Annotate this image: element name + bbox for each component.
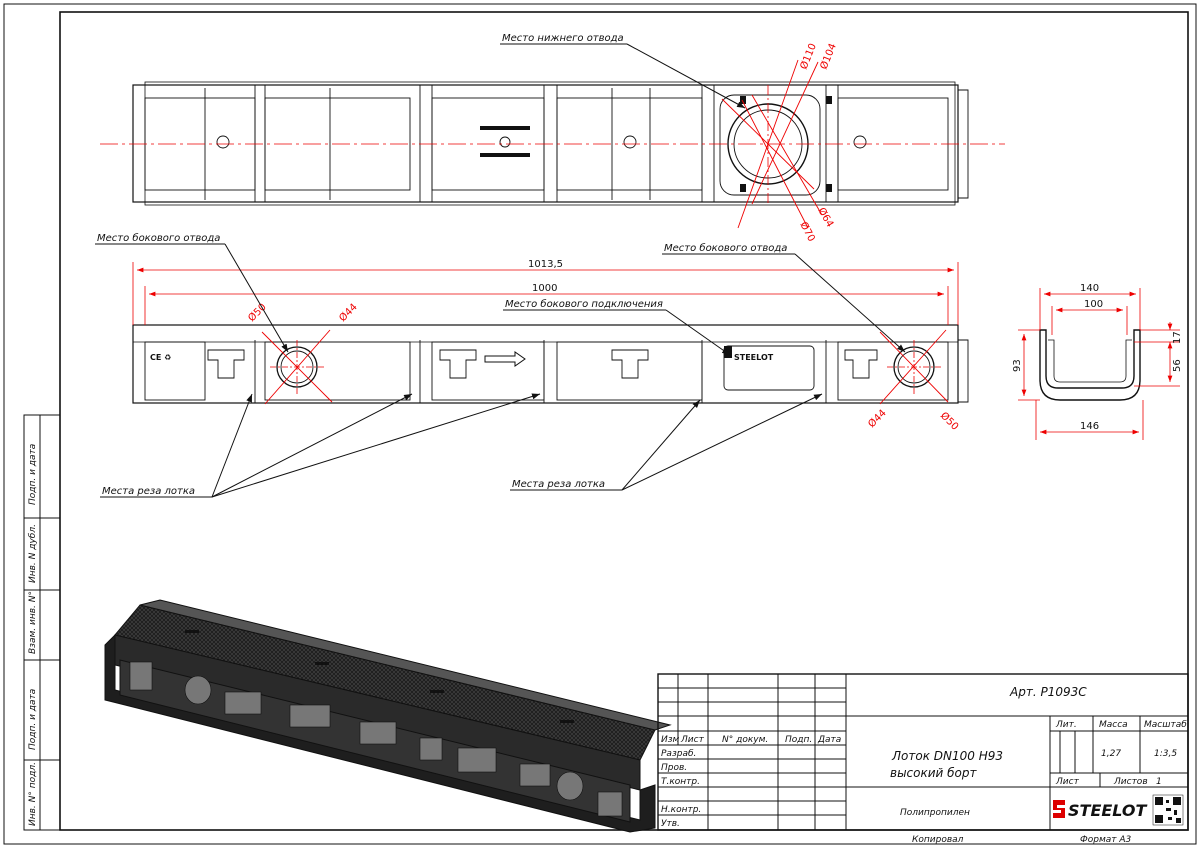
side-stamp: Подп. и дата Инв. N дубл. Взам. инв. N° … xyxy=(23,414,61,831)
side-brand-mark: STEELOT xyxy=(734,353,774,362)
callout-cut-places-left: Места реза лотка xyxy=(100,393,541,498)
dim-w100: 100 xyxy=(1084,299,1103,310)
title-block-text: Арт. P1093С Изм Лист N° докум. Подп. Дат… xyxy=(661,685,1187,845)
side-stamp-cell-0: Подп. и дата xyxy=(28,444,38,505)
role-developer: Разраб. xyxy=(661,749,696,759)
side-stamp-cell-4: Инв. N° подл. xyxy=(28,762,38,826)
mass-value: 1,27 xyxy=(1101,749,1121,759)
side-stamp-cell-2: Взам. инв. N° xyxy=(28,591,38,654)
dim-d70: Ø70 xyxy=(797,220,817,244)
product-name-line1: Лоток DN100 H93 xyxy=(891,749,1003,763)
format-label: Формат А3 xyxy=(1080,835,1132,845)
callout-side-outlet-left: Место бокового отвода xyxy=(95,232,289,353)
qr-code-icon xyxy=(1152,794,1184,826)
role-norm-control: Н.контр. xyxy=(661,805,701,815)
dim-w146: 146 xyxy=(1080,421,1099,432)
material: Полипропилен xyxy=(900,808,970,818)
article-number: Арт. P1093С xyxy=(1009,685,1087,699)
title-block xyxy=(657,673,1189,831)
callout-cut-places-right: Места реза лотка xyxy=(510,393,823,491)
mass-label: Масса xyxy=(1099,720,1128,730)
callout-bottom-outlet-text: Место нижнего отвода xyxy=(502,33,624,44)
dim-h56: 56 xyxy=(1172,359,1183,372)
role-tech-control: Т.контр. xyxy=(661,777,700,787)
dim-length: 1000 xyxy=(532,283,557,294)
callout-bottom-outlet: Место нижнего отвода xyxy=(500,33,746,109)
dim-d44-left: Ø44 xyxy=(337,301,360,324)
svg-text:CE ♻: CE ♻ xyxy=(150,353,171,362)
callout-side-connection: Место бокового подключения xyxy=(503,298,731,356)
copied-label: Копировал xyxy=(912,835,964,845)
product-name-line2: высокий борт xyxy=(890,766,978,780)
role-checker: Пров. xyxy=(661,763,687,773)
lit-label: Лит. xyxy=(1055,720,1077,730)
header-sign: Подп. xyxy=(785,735,812,745)
sheet-label: Лист xyxy=(1055,777,1080,787)
header-izm: Изм xyxy=(661,735,680,745)
dim-overall: 1013,5 xyxy=(528,259,563,270)
dim-d50-right: Ø50 xyxy=(938,410,961,433)
top-view: Ø110 Ø104 Ø64 Ø70 xyxy=(100,42,1005,244)
section-view: 140 100 93 17 56 146 xyxy=(1012,283,1183,440)
scale-label: Масштаб xyxy=(1144,720,1187,730)
dim-h93: 93 xyxy=(1012,359,1023,372)
outer-frame xyxy=(3,3,1197,845)
callout-side-outlet-left-text: Место бокового отвода xyxy=(97,232,220,244)
role-approved: Утв. xyxy=(661,819,680,829)
header-date: Дата xyxy=(817,735,841,745)
brand-logo: STEELOT xyxy=(1053,800,1148,820)
header-list: Лист xyxy=(680,735,705,745)
dim-h17: 17 xyxy=(1172,331,1183,344)
dim-d64: Ø64 xyxy=(815,206,836,230)
sheets-label: Листов xyxy=(1113,777,1148,787)
scale-value: 1:3,5 xyxy=(1154,749,1177,759)
dim-d104: Ø104 xyxy=(818,42,839,72)
header-doc: N° докум. xyxy=(722,735,768,745)
side-view: CE ♻ STEELOT Ø50 Ø44 Ø44 Ø50 1013,5 1000 xyxy=(132,259,969,433)
sheets-value: 1 xyxy=(1156,777,1162,787)
callout-cut-places-left-text: Места реза лотка xyxy=(102,486,195,497)
callout-side-connection-text: Место бокового подключения xyxy=(505,298,663,310)
callout-cut-places-right-text: Места реза лотка xyxy=(512,479,605,490)
side-stamp-cell-1: Инв. N дубл. xyxy=(28,524,38,583)
isometric-view xyxy=(104,599,672,833)
dim-d44-right: Ø44 xyxy=(866,407,889,430)
dim-w140: 140 xyxy=(1080,283,1099,294)
brand-name: STEELOT xyxy=(1068,801,1148,820)
callout-side-outlet-right-text: Место бокового отвода xyxy=(664,242,787,254)
side-stamp-cell-3: Подп. и дата xyxy=(28,689,38,750)
callout-side-outlet-right: Место бокового отвода xyxy=(662,242,906,353)
